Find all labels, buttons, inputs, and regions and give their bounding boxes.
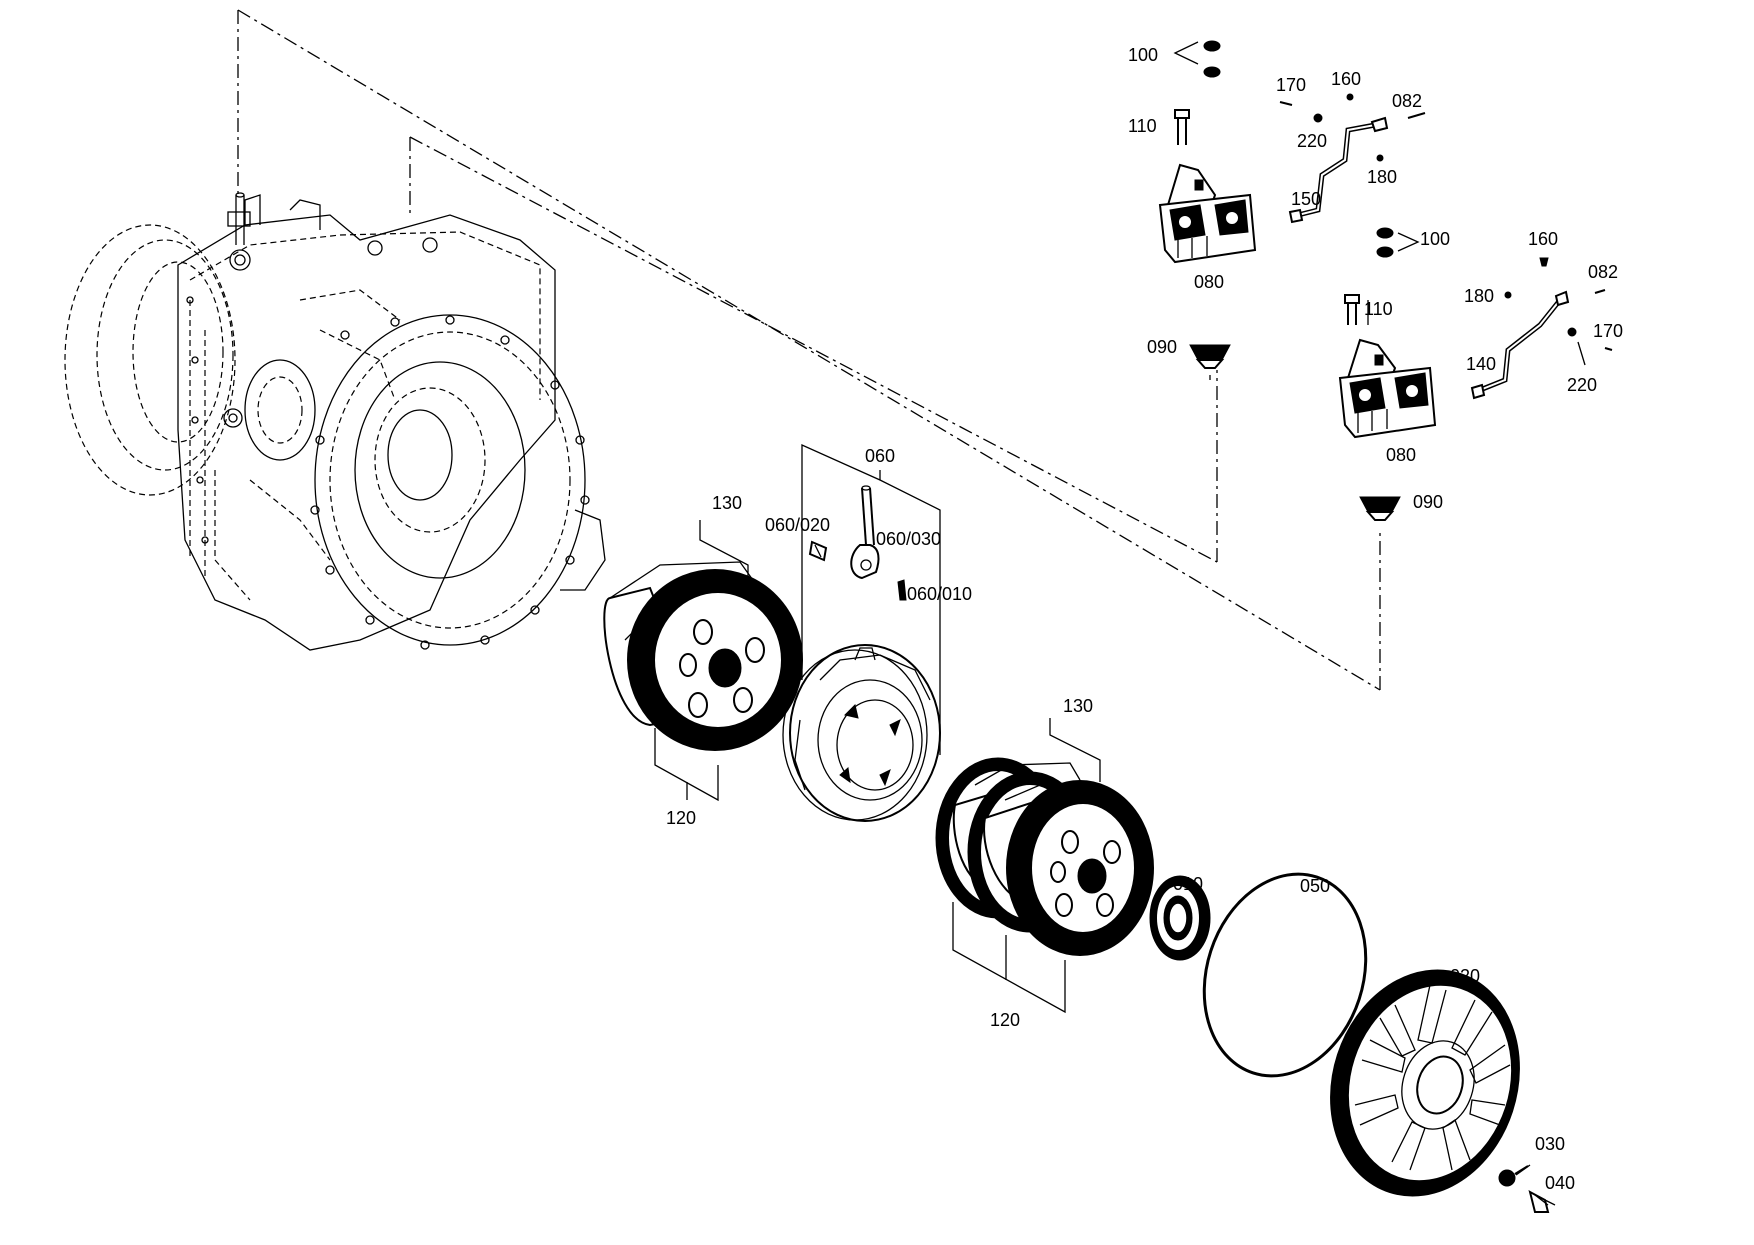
part-number-labels: 100 110 170 160 082 220 180 150 100 080 … [666,45,1623,1193]
cover-020 [1330,969,1520,1197]
piston-carrier [782,644,941,822]
valve-block-lower [1338,338,1437,439]
label-140: 140 [1466,354,1496,374]
label-180-lower: 180 [1464,286,1494,306]
disc-pack-2 [935,757,1154,956]
leader-lines [654,41,1586,1176]
label-120-first: 120 [666,808,696,828]
label-160-upper: 160 [1331,69,1361,89]
label-050: 050 [1300,876,1330,896]
label-100-upper: 100 [1128,45,1158,65]
label-090-lower: 090 [1413,492,1443,512]
label-170-upper: 170 [1276,75,1306,95]
o-ring-050 [1202,872,1368,1078]
label-220-lower: 220 [1567,375,1597,395]
label-060-020: 060/020 [765,515,830,535]
label-110-upper: 110 [1128,116,1157,136]
pipe-140 [1470,290,1570,400]
label-060-010: 060/010 [907,584,972,604]
label-110-lower: 110 [1364,299,1393,319]
hardware-upper [1174,40,1426,162]
label-150: 150 [1291,189,1321,209]
cap-090-upper [1189,344,1231,369]
label-060: 060 [865,446,895,466]
disc-pack-1 [603,561,803,751]
pipe-150 [1288,116,1389,224]
label-090-upper: 090 [1147,337,1177,357]
label-040: 040 [1545,1173,1575,1193]
label-180-upper: 180 [1367,167,1397,187]
label-030: 030 [1535,1134,1565,1154]
label-160-lower: 160 [1528,229,1558,249]
sensor-parts [808,485,907,601]
assembly-center-lines [237,9,1381,691]
label-130-second: 130 [1063,696,1093,716]
valve-block-upper [1158,163,1257,264]
transmission-housing [64,192,606,651]
seal-010 [1149,875,1211,961]
label-082-upper: 082 [1392,91,1422,111]
washer-030-bolt-040 [1498,1165,1556,1213]
label-010: 010 [1173,874,1203,894]
label-130-first: 130 [712,493,742,513]
cap-090-lower [1359,496,1401,521]
label-082-lower: 082 [1588,262,1618,282]
label-080-lower: 080 [1386,445,1416,465]
hardware-lower [1344,227,1613,351]
label-220-upper: 220 [1297,131,1327,151]
label-120-second: 120 [990,1010,1020,1030]
label-170-lower: 170 [1593,321,1623,341]
label-080-upper: 080 [1194,272,1224,292]
label-020: 020 [1450,966,1480,986]
label-060-030: 060/030 [876,529,941,549]
label-100-lower: 100 [1420,229,1450,249]
